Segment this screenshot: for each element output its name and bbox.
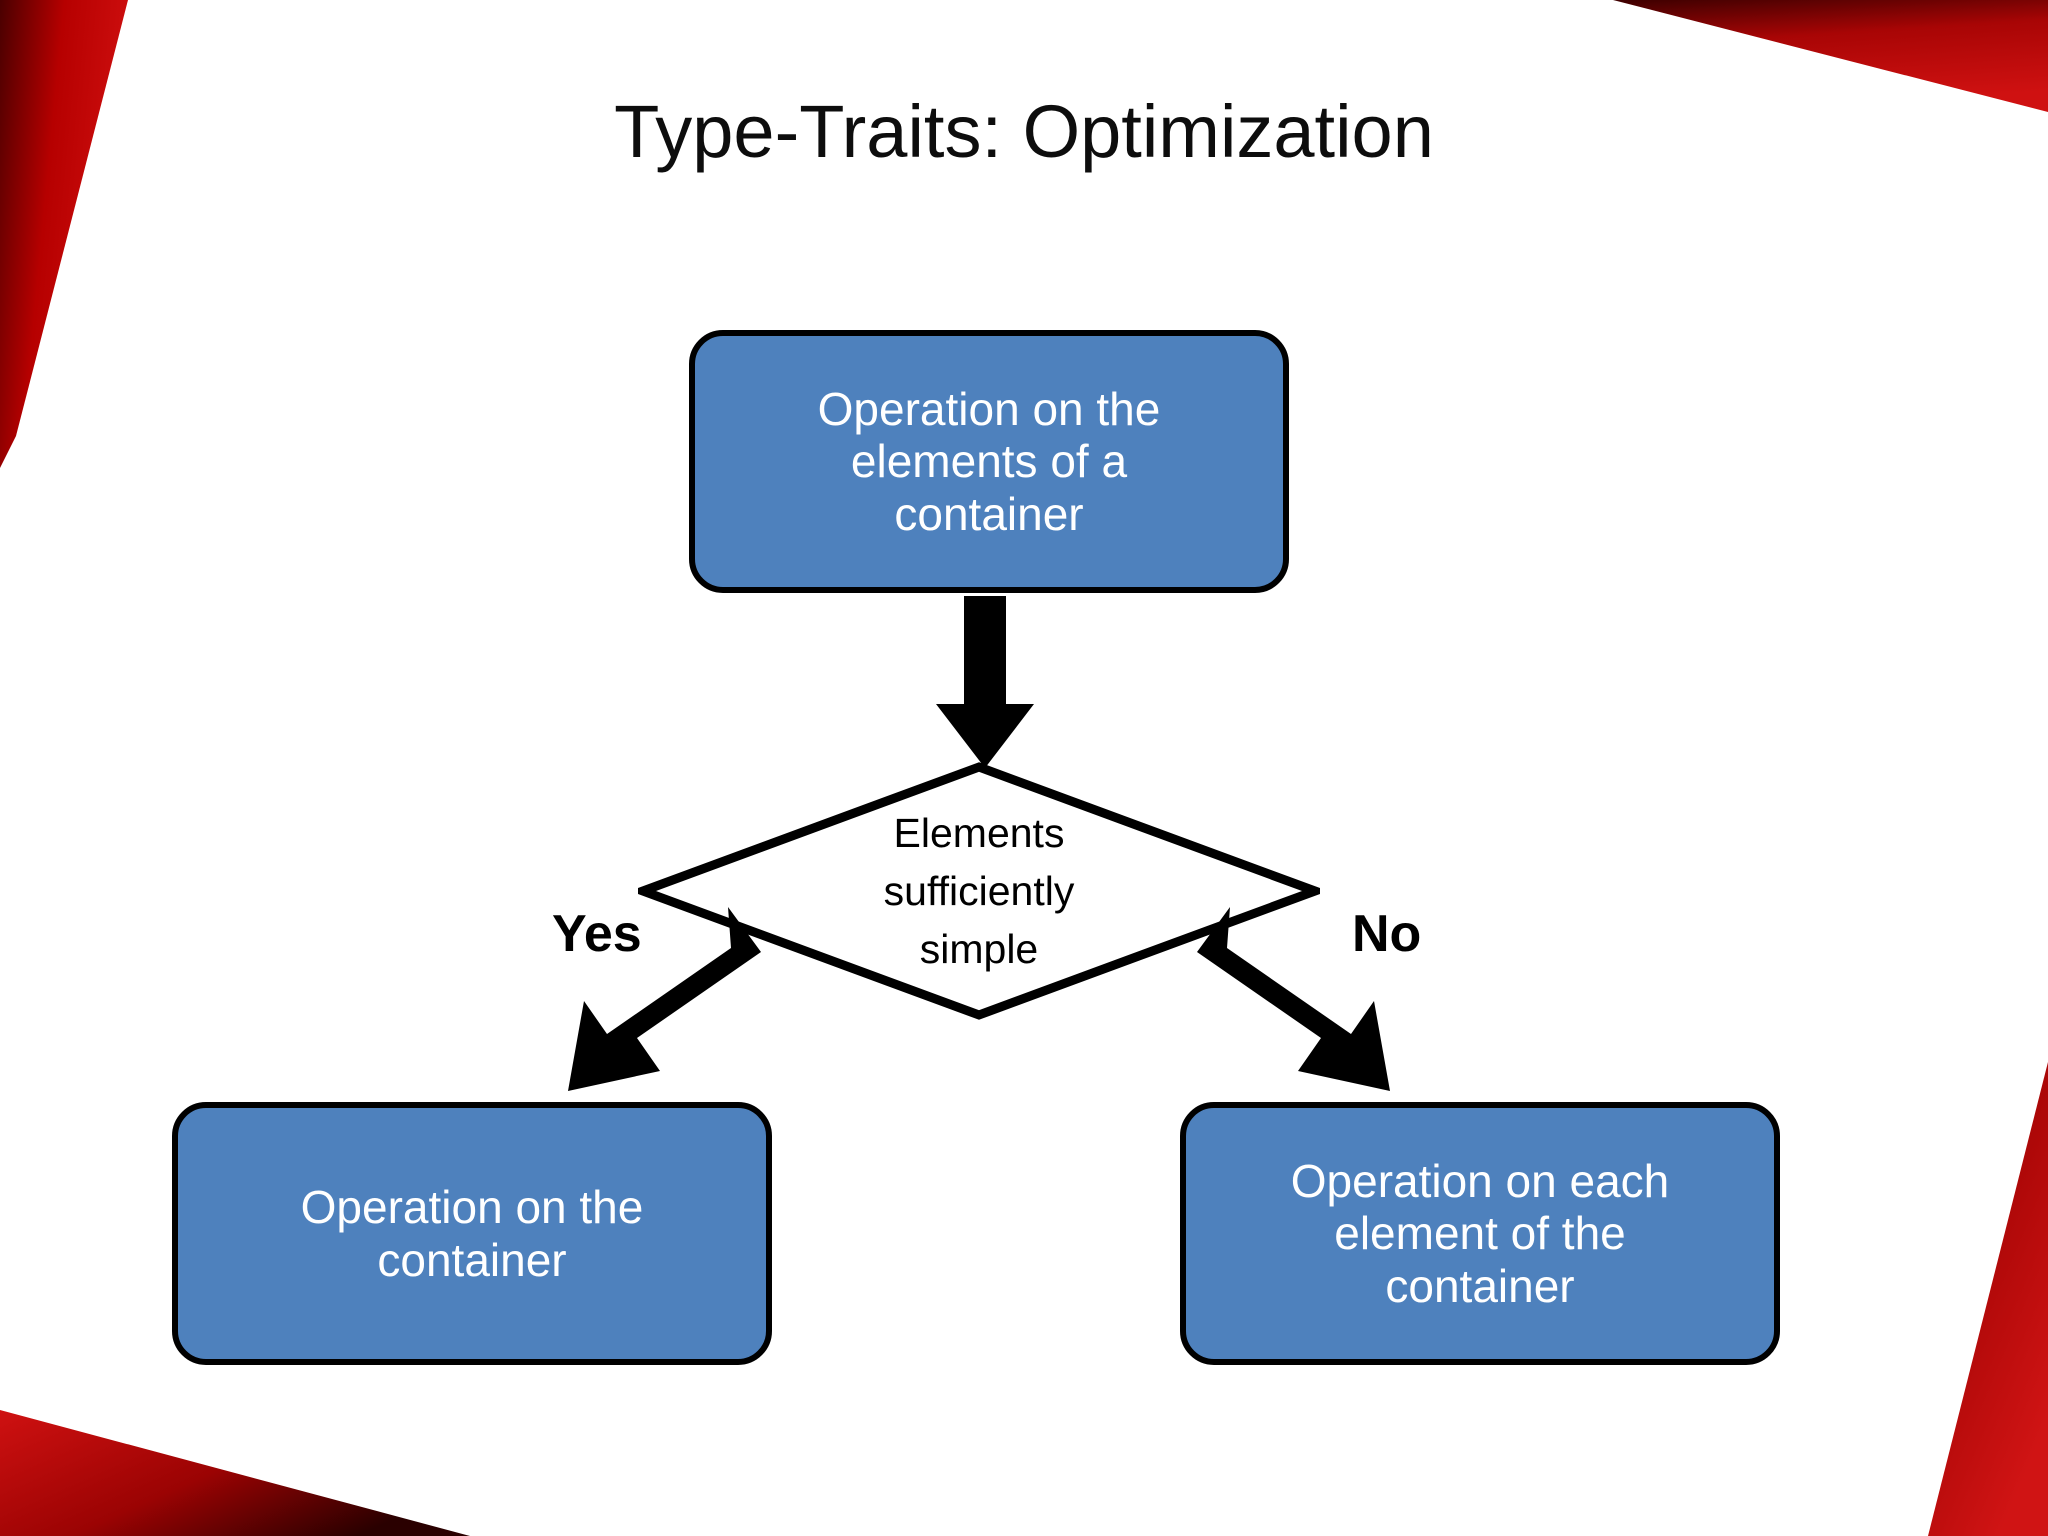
decision-diamond-shape [638, 762, 1320, 1020]
flowchart-node-yes-result-label: Operation on the container [200, 1181, 744, 1286]
branch-label-no: No [1352, 905, 1422, 963]
flowchart-node-decision[interactable]: Elements sufficiently simple [638, 762, 1320, 1020]
arrow-decision-to-yes-result [568, 907, 761, 1091]
no-result-line-3: container [1385, 1259, 1575, 1312]
flowchart-node-no-result-label: Operation on each element of the contain… [1208, 1155, 1752, 1312]
decision-line-3: simple [919, 926, 1039, 973]
flowchart-node-start-label: Operation on the elements of a container [717, 383, 1261, 540]
flowchart-node-yes-result[interactable]: Operation on the container [172, 1102, 772, 1365]
corner-wedge-bottom-right [1928, 1062, 2048, 1536]
flowchart-node-no-result[interactable]: Operation on each element of the contain… [1180, 1102, 1780, 1365]
yes-result-line-2: container [377, 1233, 567, 1286]
decision-line-1: Elements [893, 809, 1065, 856]
yes-result-line-1: Operation on the [300, 1181, 644, 1234]
flowchart-node-start[interactable]: Operation on the elements of a container [689, 330, 1289, 593]
flowchart-node-decision-label: Elements sufficiently simple [638, 762, 1320, 1020]
arrow-decision-to-no-result [1197, 907, 1390, 1091]
page-title: Type-Traits: Optimization [614, 90, 1434, 173]
no-result-line-1: Operation on each [1290, 1154, 1670, 1207]
corner-wedge-top-left [0, 0, 128, 468]
no-result-line-2: element of the [1334, 1207, 1626, 1260]
arrow-start-to-decision [936, 596, 1034, 768]
start-line-2: elements of a [850, 435, 1128, 488]
branch-label-yes: Yes [552, 905, 642, 963]
decision-line-2: sufficiently [883, 867, 1075, 914]
corner-wedge-bottom-left [0, 1410, 470, 1536]
start-line-1: Operation on the [817, 382, 1161, 435]
start-line-3: container [894, 487, 1084, 540]
